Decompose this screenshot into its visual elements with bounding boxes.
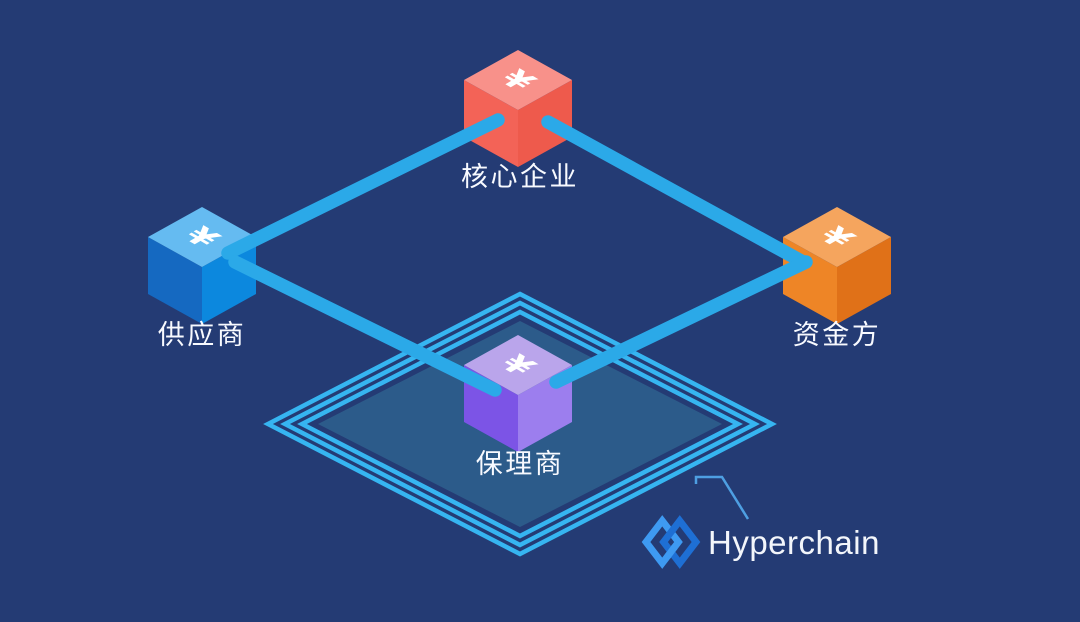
platform-outline-inner	[297, 309, 743, 539]
link-funder-factor	[549, 255, 813, 389]
cube-top-face	[783, 207, 891, 267]
platform-outline-middle	[280, 300, 760, 548]
cube-top-face	[464, 50, 572, 110]
link-supplier-core	[221, 113, 505, 260]
brand: Hyperchain	[641, 515, 880, 569]
cube-left-face	[148, 237, 202, 324]
link-supplier-factor	[228, 255, 502, 397]
brand-name: Hyperchain	[708, 524, 880, 561]
cube-right-face	[837, 237, 891, 324]
label-supplier: 供应商	[158, 320, 247, 350]
link-core-funder	[541, 115, 810, 269]
links	[221, 113, 813, 397]
label-core-enterprise: 核心企业	[461, 162, 579, 192]
logo-interlock-patch	[664, 544, 678, 559]
label-factor: 保理商	[476, 449, 565, 479]
callout-line	[694, 475, 750, 520]
hyperchain-logo-icon	[641, 515, 701, 569]
cube-top-face	[464, 335, 572, 395]
platform-outline-outer	[263, 291, 777, 557]
label-funder: 资金方	[793, 320, 882, 350]
logo-ring-dark	[659, 515, 701, 569]
